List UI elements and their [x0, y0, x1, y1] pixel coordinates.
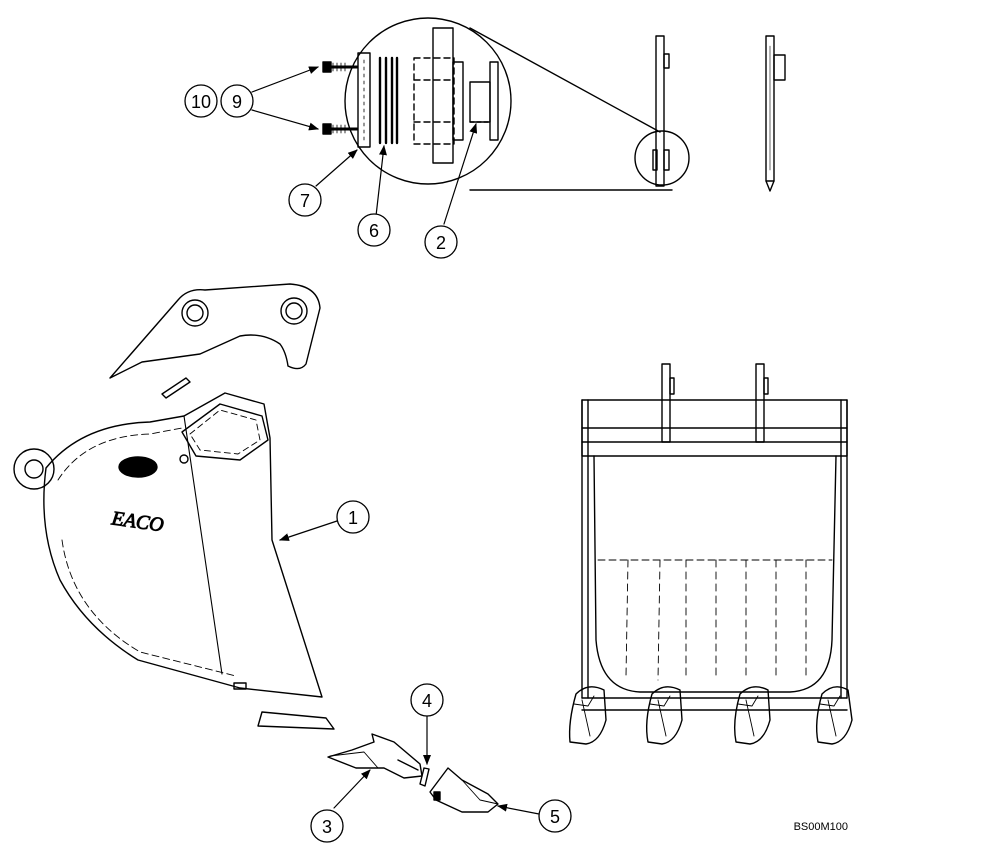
tooth-adapter-part-3: [327, 733, 423, 779]
bushing-left: [413, 57, 455, 145]
bucket-side-view: [13, 283, 335, 730]
bracket-hole-left: [181, 299, 209, 327]
bracket-hole-right: [280, 297, 308, 325]
bolt-upper: [322, 61, 359, 73]
front-lug-right: [755, 363, 765, 443]
callout-circle-2: [424, 225, 458, 259]
callout-label-4: 4: [422, 691, 432, 711]
bolt-lower: [322, 123, 359, 135]
callout-circle-6: [357, 213, 391, 247]
bushing-flange: [489, 61, 499, 141]
bucket-front-view: [568, 363, 853, 745]
side-profile-view: [634, 35, 690, 187]
callout-circle-1: [336, 500, 370, 534]
front-tooth-4: [815, 686, 853, 745]
callout-label-7: 7: [300, 191, 310, 211]
callout-label-1: 1: [348, 508, 358, 528]
detail-leader-top: [469, 27, 661, 133]
bracket-pin: [161, 377, 191, 399]
side-profile-view-2: [765, 35, 786, 192]
bucket-lift-eye: [13, 448, 55, 490]
side-cutter-strip: [257, 711, 335, 730]
callout-circles: [184, 84, 572, 843]
callout-leaders: [251, 66, 540, 815]
bucket-top-boss: [181, 403, 269, 461]
bucket-oval-badge: [118, 456, 158, 478]
callout-circle-9: [220, 84, 254, 118]
arm-boss: [432, 27, 454, 164]
callout-circle-3: [310, 809, 344, 843]
bucket-shell: [43, 392, 323, 698]
callout-label-2: 2: [436, 233, 446, 253]
callout-label-5: 5: [550, 807, 560, 827]
front-tooth-2: [645, 686, 683, 745]
callout-circle-10: [184, 84, 218, 118]
callout-label-9: 9: [232, 92, 242, 112]
callout-circle-7: [288, 183, 322, 217]
shim-plate-part-7: [357, 52, 371, 148]
pin-detail-magnified-view: [322, 17, 673, 191]
shims-part-6: [378, 56, 399, 145]
detail-magnifier-circle: [344, 17, 512, 185]
bucket-logo: EACO: [109, 507, 165, 536]
profile-magnifier-circle: [634, 130, 690, 186]
bushing-part-2: [469, 81, 491, 123]
callout-label-6: 6: [369, 221, 379, 241]
boss-collar: [452, 61, 464, 141]
front-lug-left: [661, 363, 671, 443]
retaining-pin-part-4: [419, 767, 430, 787]
callout-circle-4: [410, 683, 444, 717]
front-tooth-1: [568, 686, 607, 745]
linkage-bracket: [109, 283, 321, 379]
callout-label-10: 10: [191, 92, 211, 112]
tooth-point-part-5: [429, 767, 499, 813]
drawing-code: BS00M100: [794, 821, 848, 833]
front-tooth-3: [733, 686, 771, 745]
callout-circle-5: [538, 799, 572, 833]
callout-label-3: 3: [322, 817, 332, 837]
